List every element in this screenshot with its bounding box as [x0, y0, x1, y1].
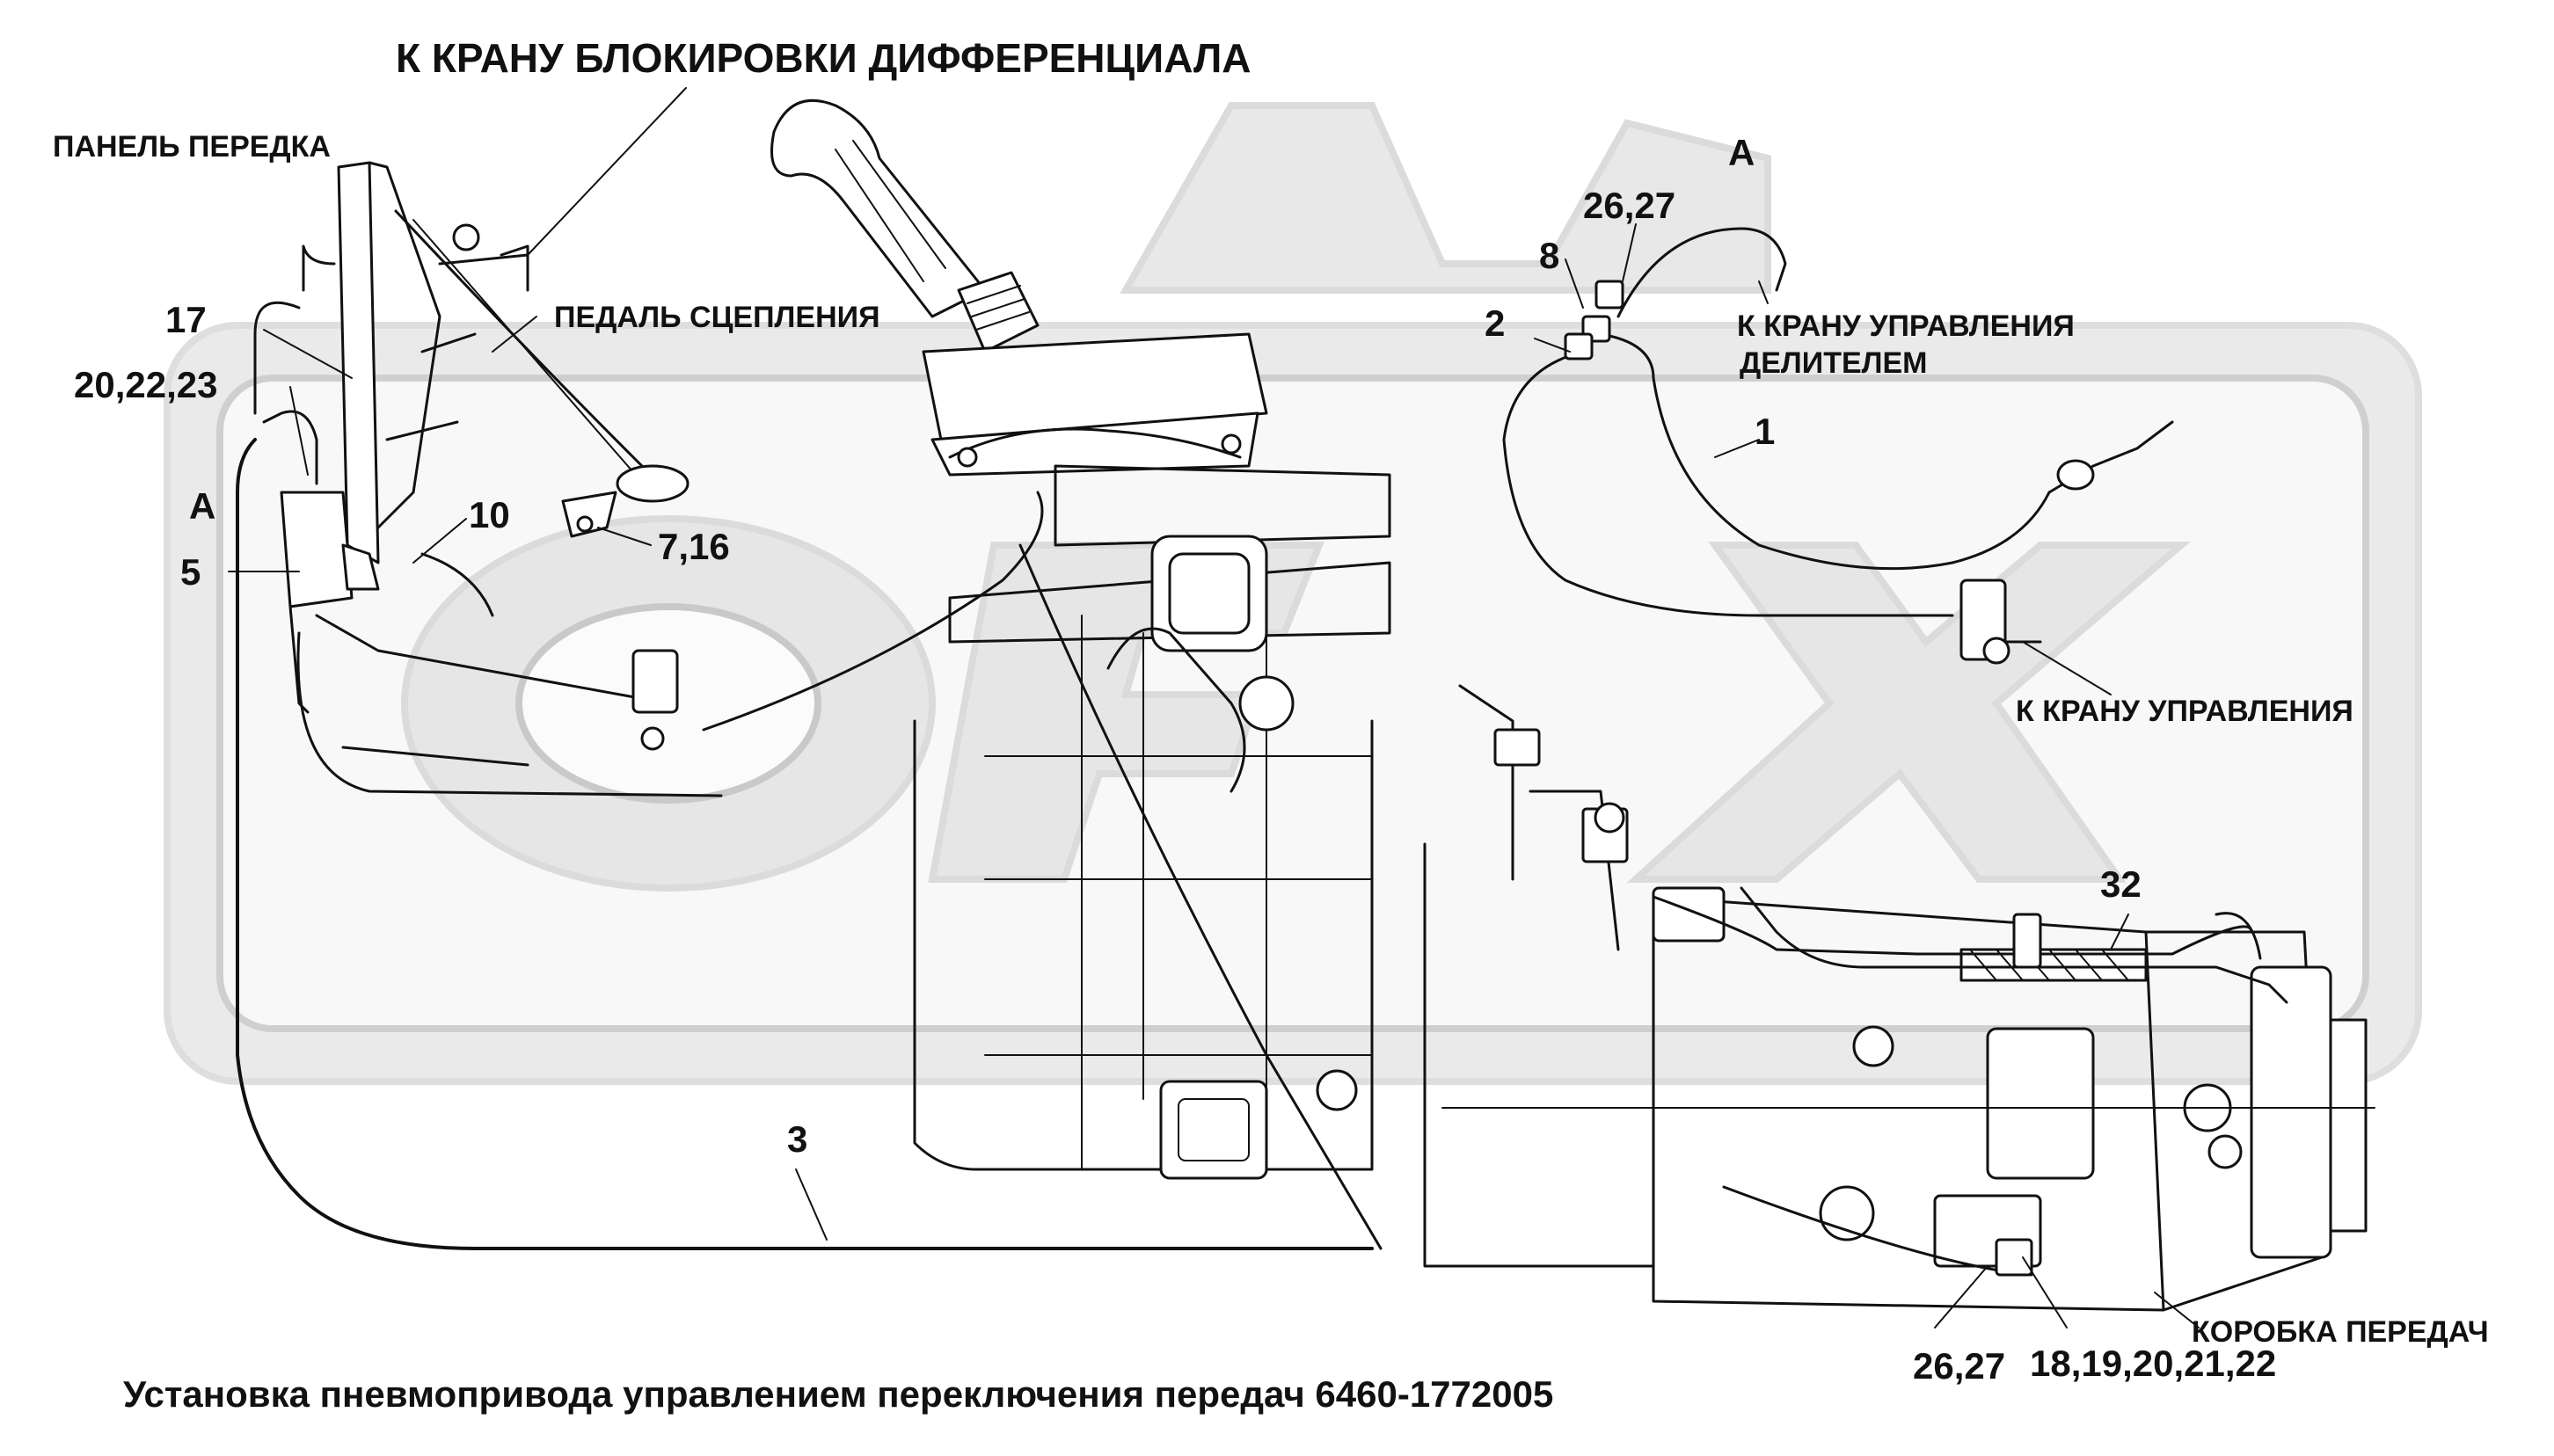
- gear-lever: [770, 98, 1268, 477]
- label-control-valve: К КРАНУ УПРАВЛЕНИЯ: [2016, 695, 2353, 728]
- label-view-a-left: А: [189, 485, 215, 527]
- label-divider-valve-line2: ДЕЛИТЕЛЕМ: [1740, 346, 1928, 380]
- label-divider-valve-line1: К КРАНУ УПРАВЛЕНИЯ: [1737, 309, 2075, 343]
- callouts: 17 20,22,23 5 10 7,16 26,27 8 2 1 32 3 2…: [74, 185, 2276, 1387]
- fitting-top-1: [1594, 280, 1624, 309]
- air-line-3: [236, 438, 1374, 1250]
- callout-26-27-top: 26,27: [1583, 185, 1675, 226]
- label-gearbox: КОРОБКА ПЕРЕДАЧ: [2192, 1315, 2489, 1349]
- fittings: [631, 280, 2095, 1277]
- label-clutch-pedal: ПЕДАЛЬ СЦЕПЛЕНИЯ: [554, 301, 880, 334]
- callout-7-16: 7,16: [658, 526, 730, 567]
- callout-5: 5: [180, 551, 201, 593]
- label-diff-lock: К КРАНУ БЛОКИРОВКИ ДИФФЕРЕНЦИАЛА: [396, 35, 1251, 81]
- callout-32: 32: [2100, 863, 2142, 905]
- leader-lines: [228, 87, 2200, 1329]
- air-lines: [236, 227, 2288, 1277]
- callout-17: 17: [165, 299, 207, 340]
- callout-18-22: 18,19,20,21,22: [2030, 1343, 2276, 1384]
- diagram-caption: Установка пневмопривода управлением пере…: [123, 1373, 1553, 1415]
- fitting-top-3: [1564, 332, 1594, 360]
- labels: К КРАНУ БЛОКИРОВКИ ДИФФЕРЕНЦИАЛА ПАНЕЛЬ …: [53, 35, 2489, 1349]
- callout-26-27-bottom: 26,27: [1913, 1345, 2005, 1387]
- callout-3: 3: [787, 1118, 807, 1160]
- callout-20-22-23: 20,22,23: [74, 364, 218, 405]
- diff-lock-valve: [631, 649, 679, 714]
- callout-8: 8: [1539, 235, 1559, 276]
- label-view-a-top: А: [1728, 132, 1755, 173]
- callout-1: 1: [1755, 411, 1775, 452]
- valve-divider-connector: [2056, 459, 2095, 491]
- label-front-panel: ПАНЕЛЬ ПЕРЕДКА: [53, 130, 331, 164]
- callout-10: 10: [469, 494, 510, 535]
- callout-2: 2: [1485, 302, 1505, 344]
- watermark-logo: [164, 102, 2422, 1085]
- gearbox-right: [1423, 684, 2375, 1312]
- transmission-housing: [913, 464, 1391, 1180]
- clutch-pedal-assembly: [280, 161, 690, 767]
